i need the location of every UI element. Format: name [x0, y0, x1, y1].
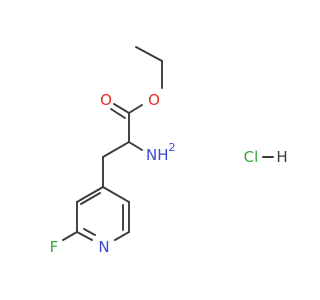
- bond-ring-c2-n: [76, 231, 93, 241]
- bond-o-carbonyl: [128, 104, 143, 114]
- bond-c2-f: [62, 231, 78, 241]
- atom-ring-nitrogen: N: [98, 238, 109, 256]
- atom-ester-oxygen: O: [148, 91, 160, 109]
- chemical-structure: O O NH2 N F Cl H: [50, 46, 288, 256]
- bond-ring-n-c6: [114, 231, 130, 241]
- atom-salt-hydrogen: H: [276, 148, 287, 166]
- atom-salt-chlorine: Cl: [244, 148, 259, 166]
- bond-carbonyl-o-double-2: [110, 108, 126, 119]
- bond-alpha-nh2: [128, 141, 143, 151]
- bond-ring-inner-2: [83, 228, 96, 236]
- atom-carbonyl-oxygen: O: [100, 91, 112, 109]
- amine-nh-label: NH: [146, 146, 169, 164]
- atom-fluorine: F: [50, 238, 59, 256]
- bond-ethyl-ch3: [135, 46, 163, 62]
- atom-amine: NH2: [146, 141, 176, 165]
- bond-ring-inner-1: [80, 192, 101, 205]
- bond-alpha-ch2: [102, 141, 130, 158]
- hydrochloride-salt: Cl H: [244, 148, 288, 166]
- bond-ring-c5-c4: [102, 186, 130, 203]
- bond-ring-c4-c3: [76, 186, 104, 203]
- bond-carbonyl-o-double-1: [113, 103, 130, 114]
- amine-h-subscript: 2: [169, 141, 176, 154]
